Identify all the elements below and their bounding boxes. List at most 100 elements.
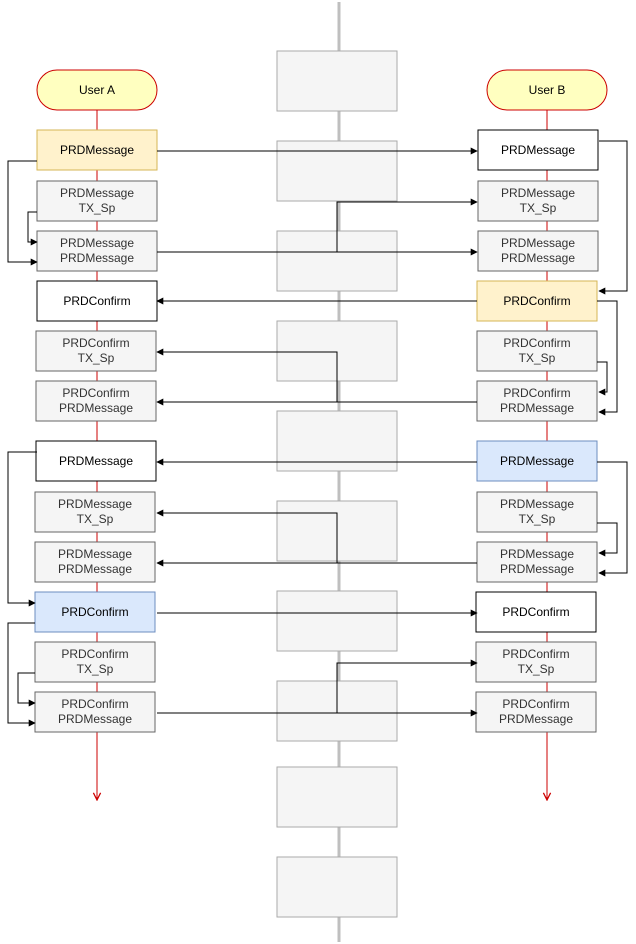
message-box-label: PRDConfirm	[503, 336, 570, 350]
message-box-label: PRDMessage	[501, 251, 575, 265]
message-box-label: PRDConfirm	[502, 697, 569, 711]
center-box	[276, 410, 398, 472]
connector-a11-a12	[17, 672, 36, 707]
center-channel	[276, 2, 398, 942]
message-box-shape	[477, 129, 599, 171]
message-box-shape	[34, 491, 156, 533]
center-box	[276, 766, 398, 828]
actor-user-b-label: User B	[529, 83, 566, 97]
message-box-label: PRDMessage	[501, 186, 575, 200]
message-box-a1: PRDMessage	[36, 129, 158, 171]
connector-b4-b6	[597, 300, 618, 416]
connector-b8-b9	[597, 522, 618, 557]
message-box-shape	[476, 491, 598, 533]
message-box-a4: PRDConfirm	[36, 280, 158, 322]
message-box-label: PRDMessage	[58, 497, 132, 511]
message-box-label: PRDMessage	[60, 236, 134, 250]
message-box-label: TX_Sp	[77, 512, 114, 526]
message-box-label: PRDConfirm	[502, 605, 569, 619]
center-box	[276, 856, 398, 918]
connector-a7-a10	[7, 451, 37, 607]
message-box-label: PRDConfirm	[62, 336, 129, 350]
message-box-label: PRDMessage	[60, 186, 134, 200]
message-box-label: PRDMessage	[501, 236, 575, 250]
message-box-label: TX_Sp	[520, 201, 557, 215]
connector-a10-a12	[7, 622, 36, 727]
message-box-a10: PRDConfirm	[34, 591, 156, 633]
message-box-label: PRDConfirm	[61, 605, 128, 619]
message-box-label: TX_Sp	[77, 662, 114, 676]
message-box-label: PRDMessage	[500, 497, 574, 511]
message-box-shape	[36, 280, 158, 322]
message-box-shape	[35, 380, 157, 422]
actor-user-b-shape	[486, 69, 608, 111]
message-box-shape	[35, 440, 157, 482]
message-box-label: TX_Sp	[78, 351, 115, 365]
message-box-label: PRDMessage	[59, 454, 133, 468]
message-box-shape	[476, 541, 598, 583]
message-box-shape	[476, 380, 598, 422]
message-box-shape	[34, 641, 156, 683]
message-box-label: TX_Sp	[79, 201, 116, 215]
connectors	[7, 140, 628, 727]
message-box-label: PRDMessage	[58, 712, 132, 726]
message-box-label: PRDMessage	[58, 562, 132, 576]
message-box-shape	[476, 330, 598, 372]
center-box	[276, 140, 398, 202]
message-box-label: PRDMessage	[501, 143, 575, 157]
message-box-label: PRDConfirm	[502, 647, 569, 661]
message-box-label: PRDMessage	[499, 712, 573, 726]
message-box-shape	[475, 591, 597, 633]
connector-a2-a3	[27, 211, 38, 246]
message-box-label: TX_Sp	[519, 351, 556, 365]
message-box-label: PRDMessage	[500, 547, 574, 561]
message-box-b7: PRDMessage	[476, 440, 598, 482]
message-box-shape	[476, 440, 598, 482]
message-box-label: PRDMessage	[500, 401, 574, 415]
message-box-label: PRDConfirm	[62, 386, 129, 400]
message-box-label: PRDMessage	[500, 454, 574, 468]
center-box	[276, 590, 398, 652]
message-box-shape	[34, 591, 156, 633]
message-box-label: TX_Sp	[519, 512, 556, 526]
message-box-label: PRDMessage	[60, 251, 134, 265]
message-boxes: PRDMessagePRDMessageTX_SpPRDMessagePRDMe…	[34, 129, 599, 733]
message-box-b10: PRDConfirm	[475, 591, 597, 633]
message-box-a7: PRDMessage	[35, 440, 157, 482]
message-box-label: PRDConfirm	[503, 386, 570, 400]
message-box-shape	[34, 691, 156, 733]
message-box-label: PRDConfirm	[63, 294, 130, 308]
connector-b7-b9	[597, 461, 628, 577]
message-box-label: PRDMessage	[500, 562, 574, 576]
message-box-b4: PRDConfirm	[476, 280, 598, 322]
connector-b5-b6	[597, 361, 608, 396]
actor-user-a-shape	[36, 69, 158, 111]
message-box-label: PRDConfirm	[61, 647, 128, 661]
message-box-shape	[475, 641, 597, 683]
connector-a1-a3	[7, 160, 38, 266]
actor-user-a-label: User A	[79, 83, 115, 97]
message-box-shape	[36, 180, 158, 222]
message-box-label: PRDMessage	[59, 401, 133, 415]
message-box-shape	[35, 330, 157, 372]
message-box-label: PRDMessage	[60, 143, 134, 157]
message-box-label: PRDConfirm	[503, 294, 570, 308]
message-box-label: PRDMessage	[58, 547, 132, 561]
message-box-label: PRDConfirm	[61, 697, 128, 711]
